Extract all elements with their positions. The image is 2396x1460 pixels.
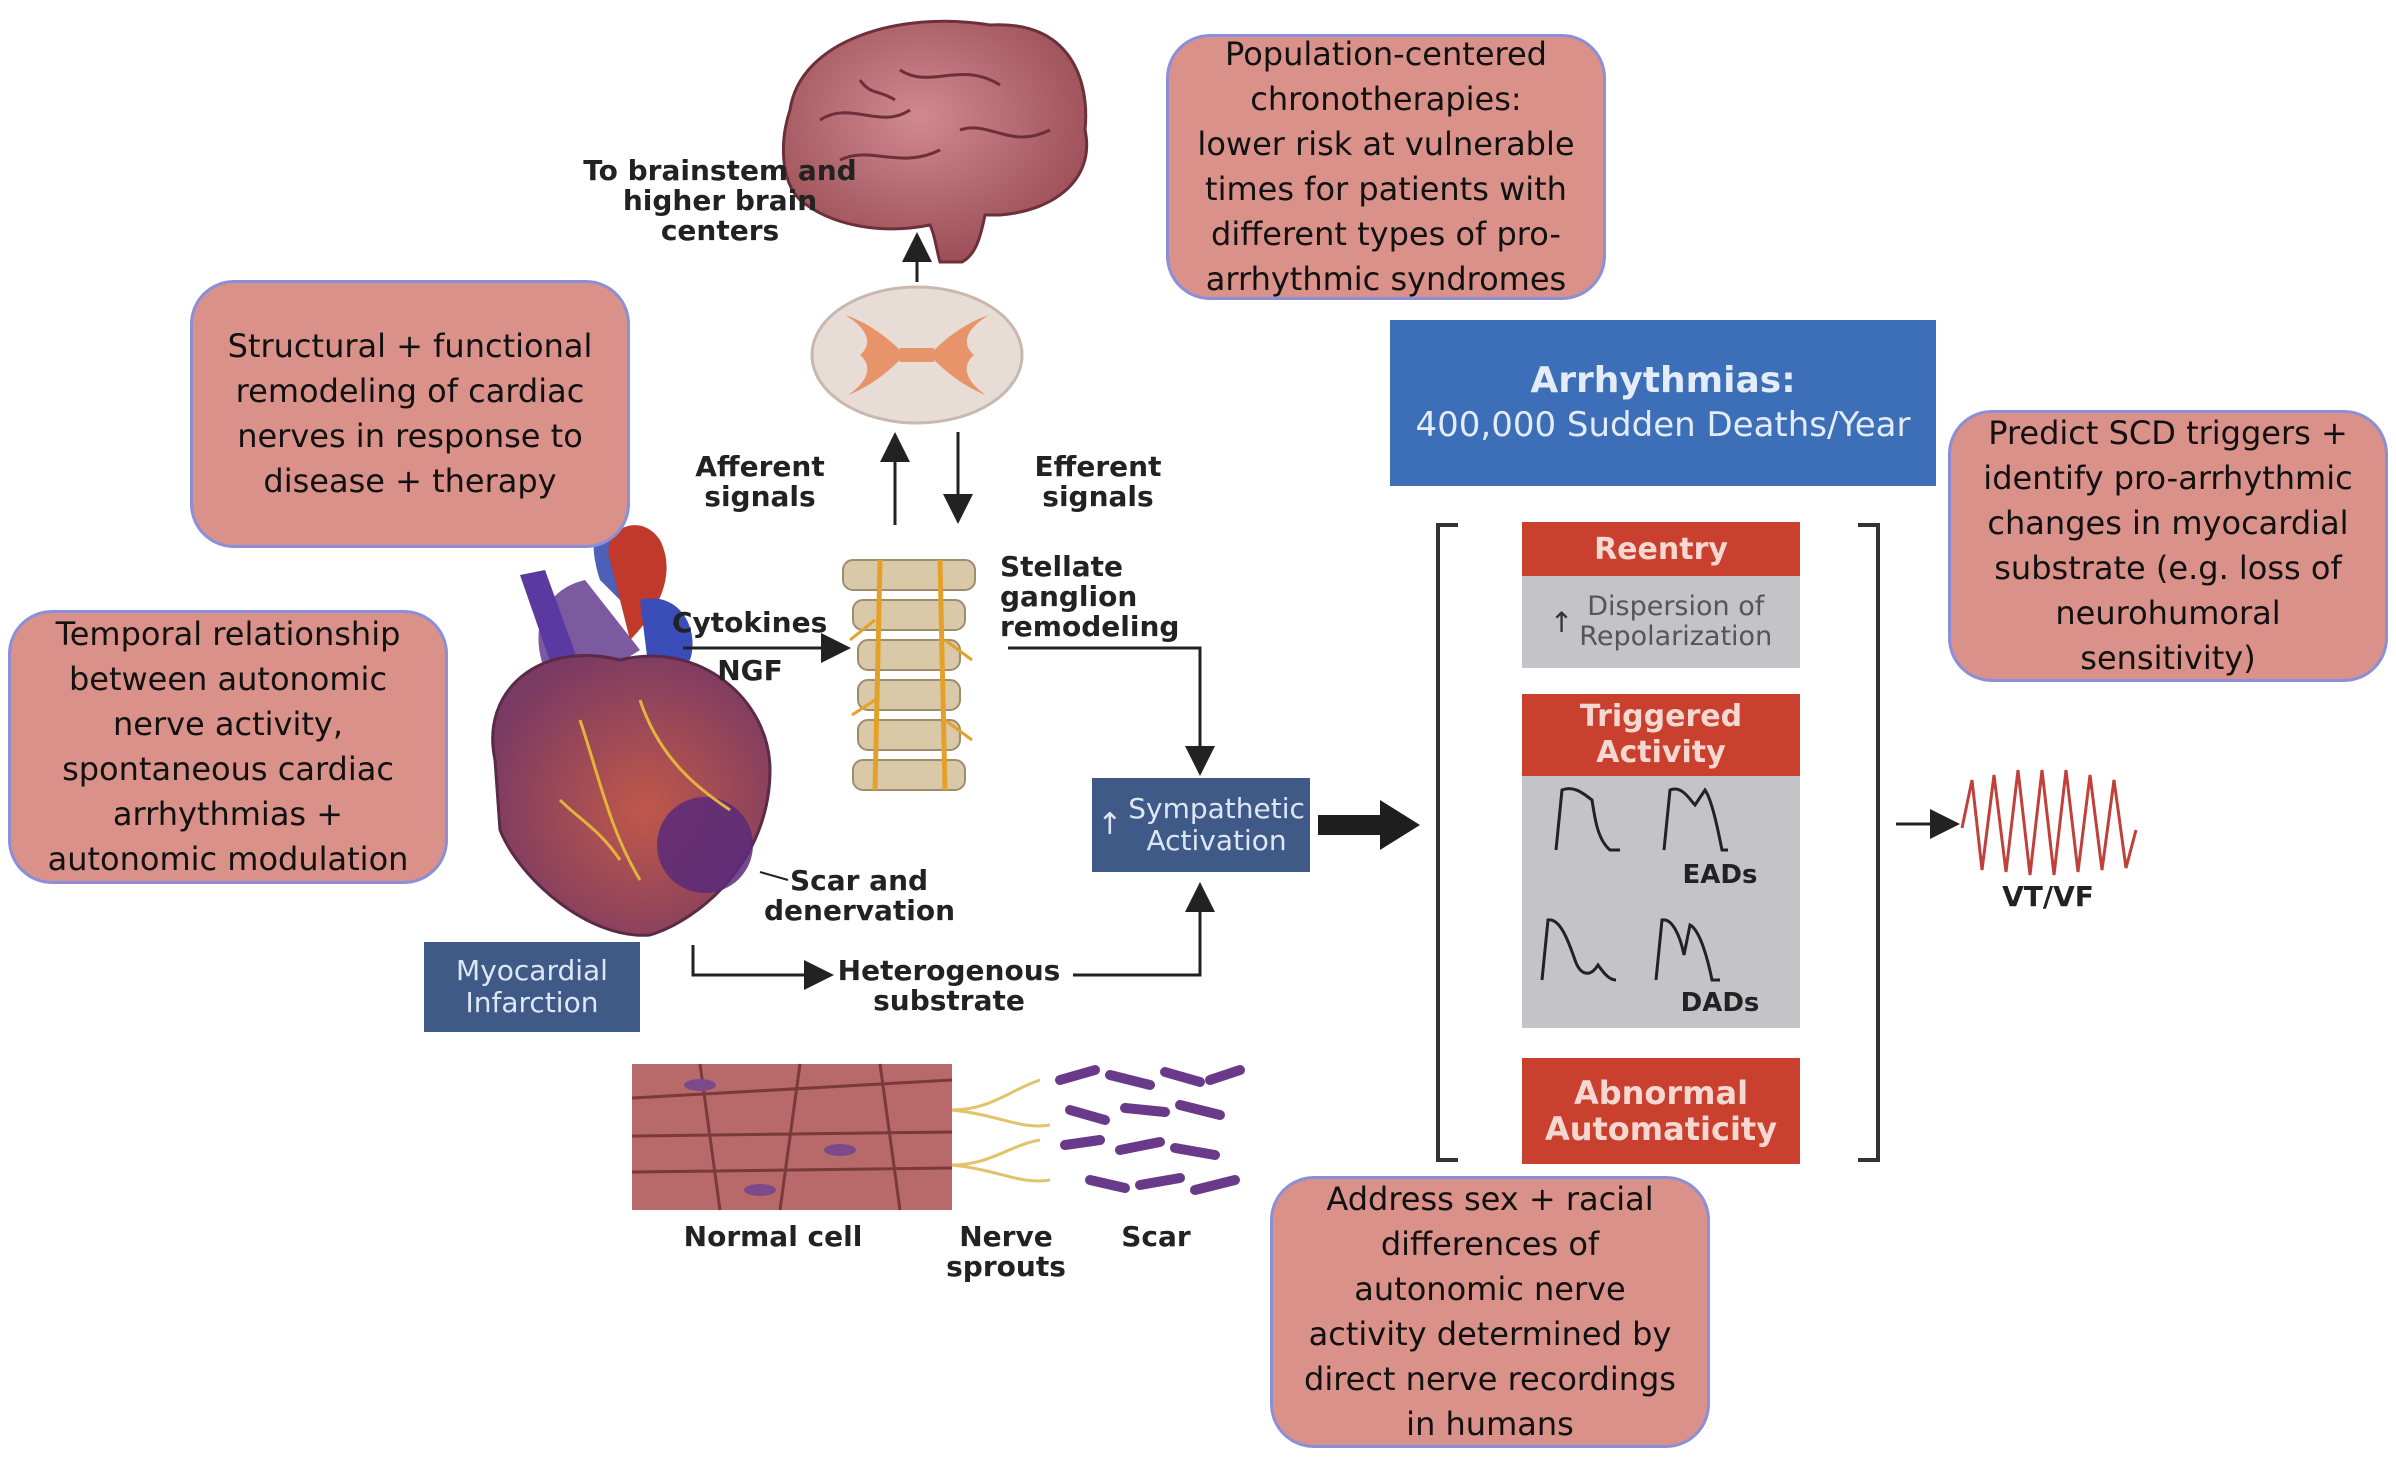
triggered-activity-header: Triggered Activity — [1522, 694, 1800, 776]
up-arrow-icon: ↑ — [1097, 807, 1123, 842]
label-dads: DADs — [1680, 988, 1760, 1018]
spinal-cord-cross-section — [810, 285, 1024, 425]
label-vt-vf: VT/VF — [2002, 880, 2094, 913]
arrhythmias-box: Arrhythmias: 400,000 Sudden Deaths/Year — [1390, 320, 1936, 486]
label-scar: Scar — [1121, 1220, 1191, 1253]
label-scar-denervation: Scar and denervation — [764, 864, 956, 927]
brain-illustration — [781, 19, 1089, 264]
reentry-header: Reentry — [1522, 522, 1800, 576]
arrhythmias-title: Arrhythmias: — [1530, 360, 1796, 401]
callout-chronotherapies: Population-centered chronotherapies: low… — [1166, 34, 1606, 300]
label-efferent-signals: Efferent signals — [1034, 450, 1162, 513]
sympathetic-activation-label: Sympathetic Activation — [1128, 792, 1305, 857]
label-cytokines: Cytokines — [672, 606, 828, 639]
label-eads: EADs — [1682, 860, 1758, 890]
label-afferent-signals: Afferent signals — [695, 450, 825, 513]
label-normal-cell: Normal cell — [683, 1220, 863, 1253]
vt-vf-waveform — [1960, 769, 2138, 876]
up-arrow-icon: ↑ — [1549, 605, 1574, 639]
arrhythmias-subtitle: 400,000 Sudden Deaths/Year — [1415, 405, 1911, 445]
label-stellate-ganglion: Stellate ganglion remodeling — [1000, 550, 1180, 643]
label-ngf: NGF — [717, 654, 783, 687]
callout-temporal-relationship: Temporal relationship between autonomic … — [8, 610, 448, 884]
sympathetic-activation-box: ↑ Sympathetic Activation — [1092, 778, 1310, 872]
callout-remodeling: Structural + functional remodeling of ca… — [190, 280, 630, 548]
cardiac-tissue-illustration — [631, 1063, 1245, 1211]
stellate-ganglion-spine — [842, 559, 976, 791]
dispersion-label: Dispersion of Repolarization — [1579, 591, 1773, 652]
heart-illustration — [491, 519, 772, 937]
dispersion-box: ↑ Dispersion of Repolarization — [1522, 576, 1800, 668]
label-nerve-sprouts: Nerve sprouts — [946, 1220, 1066, 1283]
label-heterogenous-substrate: Heterogenous substrate — [837, 954, 1061, 1017]
callout-sex-racial: Address sex + racial differences of auto… — [1270, 1176, 1710, 1448]
callout-predict-scd: Predict SCD triggers + identify pro-arrh… — [1948, 410, 2388, 682]
label-brainstem: To brainstem and higher brain centers — [583, 154, 857, 247]
myocardial-infarction-box: Myocardial Infarction — [424, 942, 640, 1032]
abnormal-automaticity-box: Abnormal Automaticity — [1522, 1058, 1800, 1164]
